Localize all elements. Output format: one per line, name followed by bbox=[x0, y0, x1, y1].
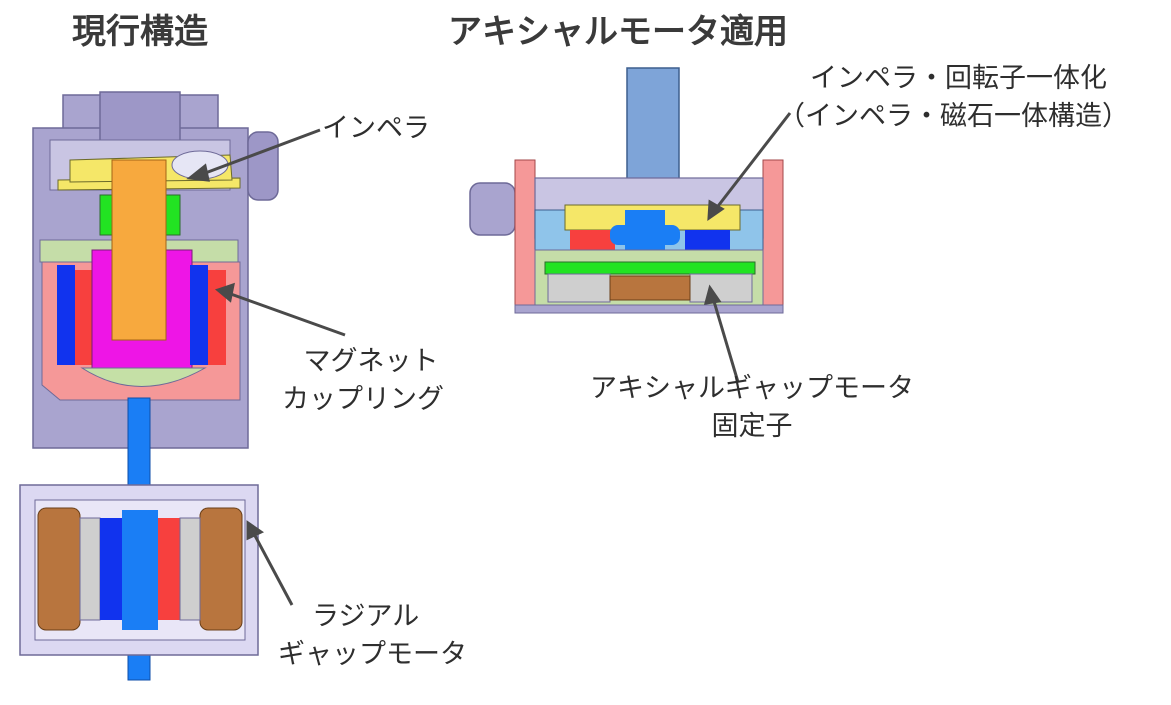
label-axial-stator-line2: 固定子 bbox=[711, 411, 793, 442]
label-axial-stator-line1: アキシャルギャップモータ bbox=[590, 373, 914, 404]
label-radial-line2: ギャップモータ bbox=[278, 639, 467, 670]
current-structure bbox=[19, 91, 279, 681]
label-impeller-rotor-line2: （インペラ・磁石一体構造） bbox=[778, 101, 1129, 132]
label-radial-line1: ラジアル bbox=[312, 601, 420, 632]
label-radial-gap-motor: ラジアル ギャップモータ bbox=[278, 598, 467, 674]
axial-structure bbox=[469, 67, 784, 314]
label-axial-stator: アキシャルギャップモータ 固定子 bbox=[590, 370, 914, 446]
label-impeller-rotor-line1: インペラ・回転子一体化 bbox=[810, 63, 1107, 94]
label-impeller: インペラ bbox=[322, 113, 430, 144]
axial-stator bbox=[547, 273, 753, 303]
radial-motor bbox=[19, 484, 259, 656]
label-magnet-coupling-line2: カップリング bbox=[282, 384, 444, 415]
title-axial-application: アキシャルモータ適用 bbox=[448, 12, 788, 52]
inlet-pipe bbox=[626, 67, 680, 199]
label-magnet-coupling-line1: マグネット bbox=[303, 346, 439, 377]
shaft-orange bbox=[111, 159, 167, 341]
label-magnet-coupling: マグネット カップリング bbox=[282, 343, 444, 419]
callout-arrows bbox=[186, 112, 792, 606]
magnet-coupling bbox=[41, 249, 241, 401]
label-impeller-rotor: インペラ・回転子一体化 （インペラ・磁石一体構造） bbox=[778, 60, 1129, 136]
title-current-structure: 現行構造 bbox=[72, 12, 208, 52]
